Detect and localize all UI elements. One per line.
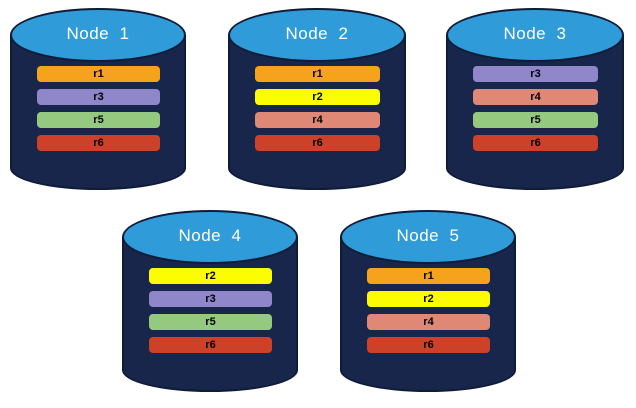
node-label: Node 3 [503,24,567,43]
replica-bar-list: r3 r4 r5 r6 [446,8,624,190]
replica-bar-r2[interactable]: r2 [367,291,490,307]
replica-bar-r4[interactable]: r4 [255,112,380,128]
replica-bar-r5[interactable]: r5 [37,112,160,128]
replica-bar-r5[interactable]: r5 [149,314,272,330]
replica-bar-r5[interactable]: r5 [473,112,598,128]
cylinder-top [340,210,516,264]
cylinder-top [10,8,186,62]
replica-bar-list: r1 r2 r4 r6 [228,8,406,190]
replica-bar-r3[interactable]: r3 [473,66,598,82]
replica-bar-r4[interactable]: r4 [473,89,598,105]
database-node-5[interactable]: Node 5 r1 r2 r4 r6 [340,210,516,392]
replica-bar-r6[interactable]: r6 [149,337,272,353]
replica-bar-r3[interactable]: r3 [149,291,272,307]
cylinder-top [122,210,298,264]
replica-bar-r1[interactable]: r1 [255,66,380,82]
replica-bar-r6[interactable]: r6 [37,135,160,151]
cylinder-top [446,8,624,62]
replica-bar-r6[interactable]: r6 [367,337,490,353]
node-label: Node 1 [66,24,130,43]
replica-bar-list: r1 r2 r4 r6 [340,210,516,392]
replica-bar-r3[interactable]: r3 [37,89,160,105]
replica-bar-r1[interactable]: r1 [367,268,490,284]
replica-bar-r6[interactable]: r6 [473,135,598,151]
replica-bar-r1[interactable]: r1 [37,66,160,82]
node-label: Node 2 [285,24,349,43]
replica-bar-r6[interactable]: r6 [255,135,380,151]
database-node-4[interactable]: Node 4 r2 r3 r5 r6 [122,210,298,392]
database-node-2[interactable]: Node 2 r1 r2 r4 r6 [228,8,406,190]
database-node-1[interactable]: Node 1 r1 r3 r5 r6 [10,8,186,190]
node-label: Node 5 [396,226,460,245]
database-node-3[interactable]: Node 3 r3 r4 r5 r6 [446,8,624,190]
replica-bar-r2[interactable]: r2 [149,268,272,284]
replica-bar-list: r2 r3 r5 r6 [122,210,298,392]
replica-bar-list: r1 r3 r5 r6 [10,8,186,190]
cylinder-top [228,8,406,62]
replica-bar-r4[interactable]: r4 [367,314,490,330]
replica-bar-r2[interactable]: r2 [255,89,380,105]
node-label: Node 4 [178,226,242,245]
